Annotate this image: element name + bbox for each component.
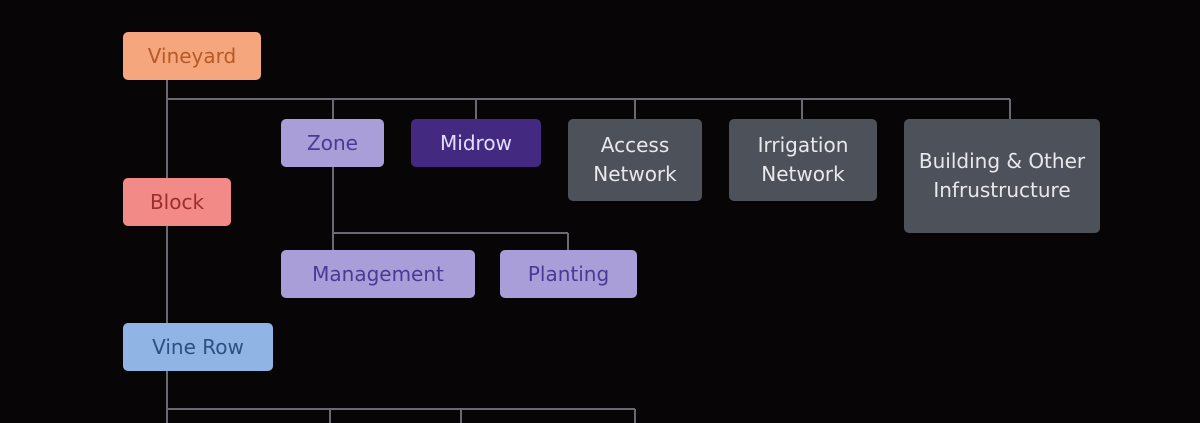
node-label: Building & Other Infrustructure [918,149,1086,202]
node-access-network: Access Network [568,119,702,201]
node-label: Vineyard [147,43,237,68]
node-vineyard: Vineyard [123,32,261,80]
node-label: Midrow [440,130,512,155]
node-midrow: Midrow [411,119,541,167]
node-label: Access Network [593,133,677,186]
node-vine-row: Vine Row [123,323,273,371]
node-block: Block [123,178,231,226]
node-label: Management [312,261,444,286]
node-planting: Planting [500,250,637,298]
node-label: Irrigation Network [757,133,849,186]
node-label: Planting [527,261,610,286]
node-zone: Zone [281,119,384,167]
node-management: Management [281,250,475,298]
node-irrigation-network: Irrigation Network [729,119,877,201]
node-label: Vine Row [152,334,244,359]
node-label: Block [149,189,205,214]
node-label: Zone [307,130,358,155]
node-building-infrastructure: Building & Other Infrustructure [904,119,1100,233]
